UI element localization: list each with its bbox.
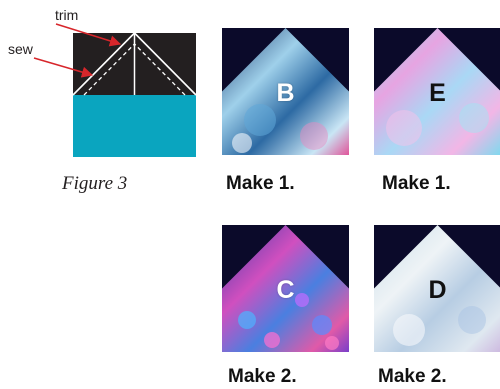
trim-line-left	[72, 32, 136, 96]
block-e-swatch	[374, 28, 500, 155]
trim-label: trim	[55, 7, 79, 23]
block-d: D	[374, 225, 500, 352]
block-c: C	[222, 225, 349, 352]
teal-rectangle	[73, 95, 196, 157]
block-e-caption: Make 1.	[382, 173, 451, 194]
trim-line-right	[133, 32, 197, 96]
block-b: B	[222, 28, 349, 155]
block-b-swatch	[222, 28, 349, 155]
block-c-swatch	[222, 225, 349, 352]
block-b-caption: Make 1.	[226, 173, 295, 194]
block-letter: E	[429, 78, 446, 107]
sew-line-left	[83, 43, 135, 96]
sew-arrow	[33, 57, 94, 78]
block-letter: B	[276, 78, 295, 107]
block-letter: C	[276, 275, 295, 304]
block-letter: D	[428, 275, 447, 304]
block-d-swatch	[374, 225, 500, 352]
block-d-caption: Make 2.	[378, 366, 447, 387]
sew-line-right	[134, 43, 186, 96]
block-e: E	[374, 28, 500, 155]
trim-arrow	[55, 23, 122, 47]
figure-caption: Figure 3	[62, 173, 128, 194]
sew-label: sew	[8, 41, 33, 57]
block-c-caption: Make 2.	[228, 366, 297, 387]
figure-3-diagram: trim sew	[0, 0, 210, 165]
trim-sew-diagram	[33, 23, 197, 157]
